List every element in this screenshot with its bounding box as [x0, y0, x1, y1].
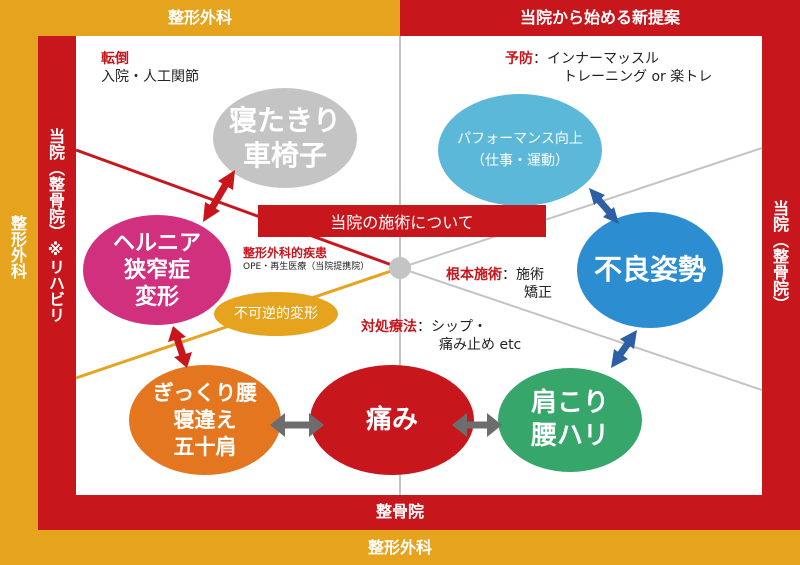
node-back-strain-line-2: 寝違え	[173, 407, 237, 432]
node-pain: 痛み	[310, 365, 474, 475]
note-prevent-text: ：インナーマッスル	[533, 51, 659, 67]
center-node	[389, 257, 411, 279]
note-fall-text: 入院・人工関節	[101, 69, 199, 86]
node-pain-shape	[310, 365, 474, 475]
node-back-strain-shape	[129, 365, 281, 475]
node-shoulder: 肩こり 腰ハリ	[498, 368, 642, 472]
node-bedridden: 寝たきり 車椅子	[213, 88, 357, 188]
note-prevent: 予防：インナーマッスル トレーニング or 楽トレ	[505, 50, 712, 86]
node-posture-line-1: 不良姿勢	[593, 253, 706, 286]
note-root: 根本施術：施術 矯正	[446, 266, 552, 302]
frame-label-left-outer: 整形外科	[8, 215, 27, 279]
note-prevent-label: 予防	[505, 51, 533, 67]
note-disease-sub: OPE・再生医療（当院提携院）	[243, 262, 370, 272]
note-fall-label: 転倒	[101, 51, 129, 67]
node-posture-shape	[577, 212, 723, 328]
node-performance-line-1: パフォーマンス向上	[457, 131, 583, 147]
arrow-backstrain-pain	[270, 413, 324, 437]
node-performance-shape	[438, 94, 602, 206]
center-banner: 当院の施術について	[330, 213, 474, 232]
note-root-label: 根本施術	[446, 267, 502, 283]
node-shoulder-shape	[498, 368, 642, 472]
node-hernia: ヘルニア 狭窄症 変形	[83, 215, 231, 325]
frame-label-top-right: 当院から始める新提案	[519, 8, 680, 27]
arrow-hernia-backstrain	[168, 326, 192, 368]
arrow-bedridden-hernia	[203, 170, 235, 222]
note-fall: 転倒 入院・人工関節	[101, 50, 199, 86]
note-disease: 整形外科的疾患 OPE・再生医療（当院提携院）	[243, 246, 369, 274]
note-prevent-text-2: トレーニング or 楽トレ	[563, 69, 713, 86]
note-symptom-text-2: 痛み止め etc	[439, 337, 522, 354]
note-symptom-label: 対処療法	[361, 319, 417, 335]
node-back-strain-line-3: 五十肩	[173, 434, 237, 459]
node-hernia-line-1: ヘルニア	[112, 230, 201, 256]
line-lower-right	[399, 267, 763, 391]
note-disease-title: 整形外科的疾患	[243, 246, 328, 260]
frame-label-left-inner: 当院（整骨院）※リハビリ	[46, 128, 65, 323]
arrow-pain-shoulder	[452, 413, 502, 437]
top-right-red-band	[400, 0, 800, 36]
line-upper-right	[399, 147, 763, 269]
note-root-text: ：施術	[502, 267, 544, 283]
node-back-strain: ぎっくり腰 寝違え 五十肩	[129, 365, 281, 475]
frame-label-top-left: 整形外科	[167, 8, 232, 27]
frame-label-bottom-outer: 整形外科	[367, 538, 432, 557]
node-posture: 不良姿勢	[577, 212, 723, 328]
node-hernia-line-2: 狭窄症	[123, 257, 190, 283]
node-performance: パフォーマンス向上 （仕事・運動）	[438, 94, 602, 206]
node-irreversible-line-1: 不可逆的変形	[234, 306, 318, 322]
node-irreversible: 不可逆的変形	[214, 292, 338, 336]
node-irreversible-shape	[214, 292, 338, 336]
frame-label-right-inner: 当院（整骨院）	[770, 200, 789, 312]
note-symptom: 対処療法：シップ・ 痛み止め etc	[361, 318, 521, 354]
node-hernia-shape	[83, 215, 231, 325]
node-shoulder-line-1: 肩こり	[530, 388, 609, 418]
note-symptom-text: ：シップ・	[417, 319, 487, 335]
node-bedridden-line-1: 寝たきり	[228, 104, 341, 137]
arrow-performance-posture	[589, 188, 619, 224]
line-upper-left	[75, 148, 401, 270]
node-back-strain-line-1: ぎっくり腰	[152, 380, 258, 405]
frame-label-bottom-inner: 整骨院	[375, 502, 424, 521]
node-performance-line-2: （仕事・運動）	[471, 153, 569, 169]
node-pain-line-1: 痛み	[365, 405, 418, 435]
arrow-shoulder-posture	[611, 330, 637, 368]
node-bedridden-shape	[213, 88, 357, 188]
center-banner-shape	[258, 205, 546, 237]
note-root-text-2: 矯正	[524, 285, 552, 302]
node-shoulder-line-2: 腰ハリ	[530, 421, 609, 451]
node-bedridden-line-2: 車椅子	[242, 139, 327, 172]
node-hernia-line-3: 変形	[134, 284, 179, 310]
